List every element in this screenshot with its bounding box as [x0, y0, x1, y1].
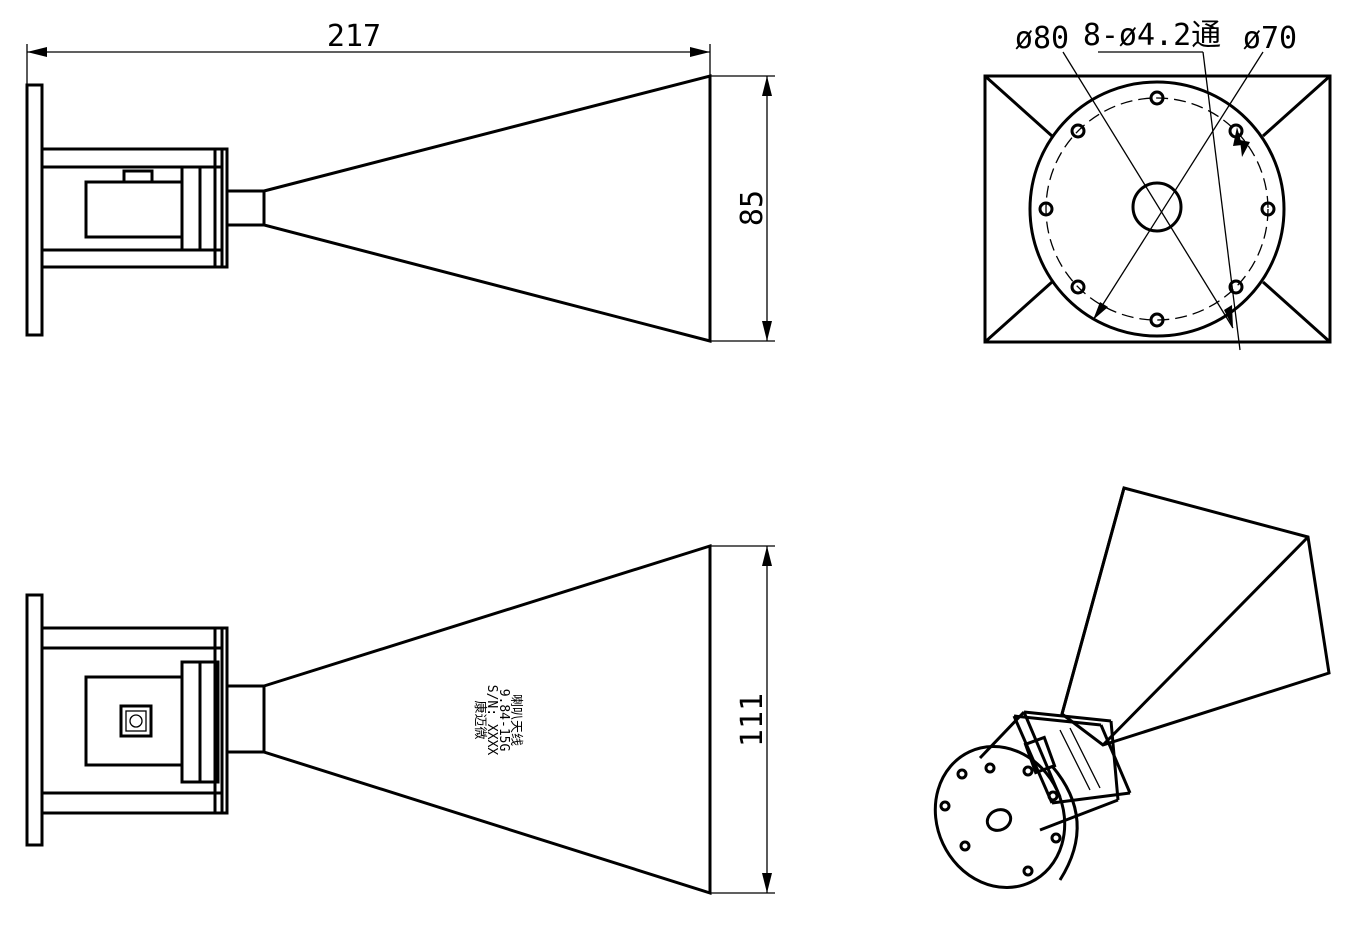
bolt-hole: [1260, 201, 1276, 217]
feed-hole: [1131, 181, 1183, 233]
side-adapter-frame: [40, 147, 224, 269]
bolt-hole: [1149, 312, 1165, 328]
od-label: ø80: [1015, 21, 1069, 56]
aperture-outline: [983, 74, 1332, 344]
nameplate-line3: S/N: XXXX: [484, 685, 499, 756]
top-waveguide-neck: [225, 684, 266, 754]
bolt-hole: [1149, 90, 1165, 106]
bolt-circle: [1045, 97, 1269, 321]
nameplate-line4: 康迈微: [472, 700, 488, 739]
length-dimension-label: 217: [327, 19, 381, 54]
iso-horn-body: [1060, 486, 1331, 747]
side-coax-boss: [180, 165, 202, 252]
flange-outer-circle: [1028, 80, 1286, 338]
iso-bolt-hole: [956, 768, 968, 780]
bolt-circle-leader-line: [1092, 51, 1264, 321]
end-view: ø80 8-ø4.2通 ø70: [983, 18, 1332, 351]
iso-bolt-hole: [1022, 765, 1034, 777]
hole-leader-line: [1202, 51, 1241, 351]
bolt-hole: [1070, 123, 1086, 139]
side-horn-body: [262, 74, 712, 343]
top-flange-plate: [25, 593, 44, 847]
iso-bolt-hole: [959, 840, 971, 852]
iso-flange: [933, 745, 1079, 889]
isometric-view: [933, 486, 1331, 889]
top-connector: [119, 704, 153, 738]
side-height-dimension-label: 85: [735, 190, 770, 226]
od-leader-line: [1062, 51, 1234, 329]
side-view: 217 85: [25, 19, 775, 343]
top-waveguide-body: [84, 675, 184, 767]
top-view: 喇叭天线 9.84-15G S/N: XXXX 康迈微 111: [25, 543, 775, 896]
bolt-hole: [1070, 279, 1086, 295]
bolt-holes: [1038, 90, 1276, 328]
bolt-hole: [1228, 279, 1244, 295]
side-waveguide-neck: [225, 189, 266, 227]
side-waveguide-body: [84, 180, 184, 239]
nameplate: 喇叭天线 9.84-15G S/N: XXXX 康迈微: [472, 685, 523, 756]
iso-feed-hole: [985, 808, 1013, 832]
iso-bolt-hole: [939, 800, 951, 812]
iso-bolt-hole: [1050, 832, 1062, 844]
top-width-dimension-label: 111: [735, 693, 770, 747]
iso-bolt-hole: [1047, 790, 1059, 802]
side-flange-plate: [25, 83, 44, 337]
bolt-holes-label: 8-ø4.2通: [1083, 18, 1221, 53]
side-connector: [122, 169, 154, 184]
iso-bolt-hole: [984, 762, 996, 774]
top-adapter-frame: [40, 626, 224, 815]
iso-flange-edge: [1050, 765, 1079, 881]
bolt-hole: [1038, 201, 1054, 217]
bolt-circle-label: ø70: [1243, 21, 1297, 56]
nameplate-line2: 9.84-15G: [496, 689, 511, 752]
iso-flange-face: [933, 745, 1067, 889]
nameplate-line1: 喇叭天线: [508, 694, 523, 746]
iso-bolt-hole: [1022, 865, 1034, 877]
